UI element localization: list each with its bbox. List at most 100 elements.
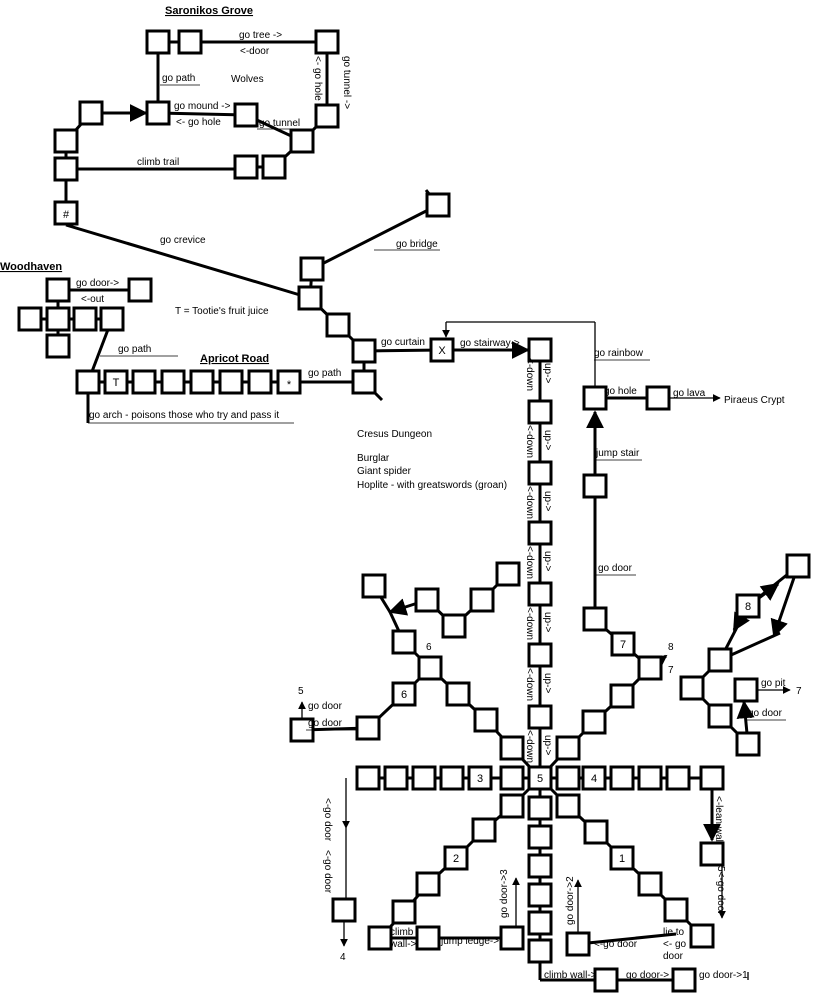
room [637, 655, 663, 681]
room-label-7: 7 [620, 639, 626, 651]
room [499, 735, 525, 761]
room [609, 683, 635, 709]
room [314, 103, 340, 129]
label-exit-6: 6 [426, 642, 432, 653]
label-climb: climb [390, 927, 414, 938]
room-6 [391, 681, 417, 707]
label-exit-8: 8 [668, 642, 674, 653]
label-lie-to: lie to [663, 927, 685, 938]
label-go-door-sw-2: <-go door [322, 850, 333, 894]
room [527, 460, 553, 486]
room [637, 871, 663, 897]
label-jump-stair: jump stair [595, 448, 640, 459]
room [527, 910, 553, 936]
room-8 [735, 593, 761, 619]
room [233, 102, 259, 128]
room [441, 613, 467, 639]
room-hash [53, 200, 79, 226]
label-go-door-3: go door->3 [499, 869, 510, 918]
room [417, 655, 443, 681]
room [527, 704, 553, 730]
label-go-pit: go pit [761, 678, 786, 689]
label-go-tree: go tree -> [239, 30, 282, 41]
room [314, 29, 340, 55]
room [527, 882, 553, 908]
label-go-door-west-2: go door [308, 718, 343, 729]
label-lean-wall: <-lean wall [713, 796, 724, 844]
room [527, 853, 553, 879]
label-up-5: up-> [542, 612, 553, 632]
label-go-curtain: go curtain [381, 337, 425, 348]
room-label-t: T [113, 377, 120, 389]
room [131, 369, 157, 395]
room [99, 306, 125, 332]
map-connections [30, 40, 800, 982]
room-label-hash: # [63, 209, 70, 221]
label-go-mound: go mound -> [174, 101, 231, 112]
room [145, 29, 171, 55]
label-go-path: go path [162, 73, 195, 84]
label-go-tunnel: go tunnel [259, 118, 300, 129]
room [582, 606, 608, 632]
room [391, 629, 417, 655]
room [247, 369, 273, 395]
room-label-2: 2 [453, 853, 459, 865]
room [527, 642, 553, 668]
room [299, 256, 325, 282]
room [331, 897, 357, 923]
room [473, 707, 499, 733]
room [471, 817, 497, 843]
room-label-6: 6 [401, 689, 407, 701]
label-climb-trail: climb trail [137, 157, 179, 168]
label-go-door-right: go door [598, 563, 633, 574]
label-out-woodhaven: <-out [81, 294, 104, 305]
label-go-door-woodhaven: go door-> [76, 278, 119, 289]
room-label-x: X [438, 345, 446, 357]
room [555, 765, 581, 791]
room [583, 819, 609, 845]
room [733, 677, 759, 703]
room-label-star: * [287, 379, 292, 391]
room [414, 587, 440, 613]
room [581, 709, 607, 735]
label-wolves: Wolves [231, 74, 264, 85]
room-labels: # T * X 7 6 8 3 5 4 2 1 [63, 209, 751, 865]
room-tootie [103, 369, 129, 395]
room [527, 938, 553, 964]
label-go-path-woodhaven: go path [118, 344, 151, 355]
room [671, 967, 697, 993]
label-jump-ledge: jump ledge-> [440, 936, 499, 947]
room [555, 735, 581, 761]
map-rooms [17, 29, 811, 993]
room [582, 385, 608, 411]
room [361, 573, 387, 599]
label-cresus-dungeon: Cresus Dungeon [357, 429, 432, 440]
room [367, 925, 393, 951]
label-go-crevice: go crevice [160, 235, 206, 246]
exit-labels: go tree -> <-door go path Wolves go tunn… [76, 30, 802, 981]
room [469, 587, 495, 613]
room [689, 923, 715, 949]
room [289, 128, 315, 154]
room [53, 156, 79, 182]
room [565, 931, 591, 957]
label-go-hole-crypt: go hole [604, 386, 637, 397]
room [637, 765, 663, 791]
label-go-stairway: go stairway-> [460, 338, 520, 349]
room [351, 369, 377, 395]
region-titles: Saronikos Grove Woodhaven Apricot Road [0, 5, 269, 365]
room-x [429, 337, 455, 363]
label-up-7: up-> [542, 735, 553, 755]
label-go-hole: <- go hole [176, 117, 221, 128]
room-label-5: 5 [537, 773, 543, 785]
label-go-path-apricot: go path [308, 368, 341, 379]
room-label-8: 8 [745, 601, 751, 613]
room [707, 703, 733, 729]
label-down-6: <-down [524, 668, 535, 701]
label-up-2: up-> [542, 430, 553, 450]
label-go-rainbow: go rainbow [594, 348, 644, 359]
room [325, 312, 351, 338]
label-wall: wall-> [389, 939, 417, 950]
room [233, 154, 259, 180]
room [425, 192, 451, 218]
